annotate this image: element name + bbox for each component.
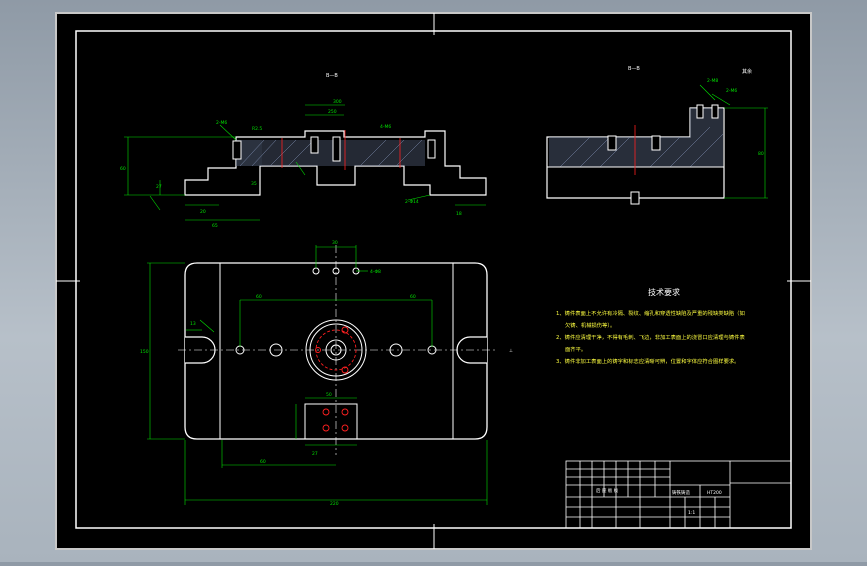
dim-text: 4-Φ8	[370, 269, 381, 275]
center-marks	[56, 13, 811, 549]
dim-text: R2.5	[252, 126, 262, 132]
dim-text: 150	[140, 349, 149, 355]
tech-line: 2、铸件应清理干净，不得有毛刺、飞边，非加工表面上的浇冒口应清理与铸件表	[556, 333, 745, 341]
svg-text:⊥: ⊥	[509, 348, 513, 354]
right-section-view: B—B 其余 2-M8 2-M6 80	[546, 66, 768, 205]
title-cell: 后 座 板 板	[596, 487, 619, 494]
title-cell: 铸铁铸造	[672, 489, 690, 496]
roughness-note: 其余	[742, 68, 752, 75]
dim-text: 250	[328, 109, 337, 115]
tech-line: 3、铸件非加工表面上的铸字和标志应清晰可辨，位置和字体应符合图样要求。	[556, 357, 739, 365]
dim-text: 2-Φ14	[405, 199, 419, 205]
dim-text: 2-M6	[726, 88, 737, 94]
title-cell: 1:1	[688, 510, 695, 516]
technical-requirements: 技术要求 1、铸件表面上不允许有冷隔、裂纹、缩孔和穿透性缺陷及严重的残缺类缺陷（…	[556, 287, 745, 365]
dim-text: 65	[212, 223, 218, 229]
section-label-right: B—B	[628, 66, 640, 72]
dim-text: 35	[251, 181, 257, 187]
dim-text: 80	[758, 151, 764, 157]
tech-title: 技术要求	[648, 287, 680, 297]
title-cell: HT200	[707, 490, 722, 496]
dim-text: 50	[326, 392, 332, 398]
plan-view: ⊥ 30 4-Φ8 60	[140, 240, 513, 507]
dim-text: 2-M8	[707, 78, 718, 84]
dim-text: 60	[256, 294, 262, 300]
tech-line: 欠铸、机械损伤等）。	[565, 321, 615, 329]
dim-text: 60	[410, 294, 416, 300]
dim-text: 4-M6	[380, 124, 391, 130]
dim-text: 60	[260, 459, 266, 465]
dim-text: 13	[190, 321, 196, 327]
dim-text: 27	[156, 184, 162, 190]
dim-text: 18	[456, 211, 462, 217]
dim-text: 2-M6	[216, 120, 227, 126]
dim-text: 220	[330, 501, 339, 507]
dim-text: 60	[120, 166, 126, 172]
drawing-sheet	[55, 12, 812, 550]
dim-text: 20	[200, 209, 206, 215]
tech-line: 1、铸件表面上不允许有冷隔、裂纹、缩孔和穿透性缺陷及严重的残缺类缺陷（如	[556, 309, 745, 317]
left-section-view: B—B	[120, 73, 487, 229]
tech-line: 面齐平。	[565, 345, 586, 353]
section-label-left: B—B	[326, 73, 338, 79]
dim-text: 27	[312, 451, 318, 457]
dim-text: 300	[333, 99, 342, 105]
dim-text: 30	[332, 240, 338, 246]
title-block	[565, 460, 792, 529]
